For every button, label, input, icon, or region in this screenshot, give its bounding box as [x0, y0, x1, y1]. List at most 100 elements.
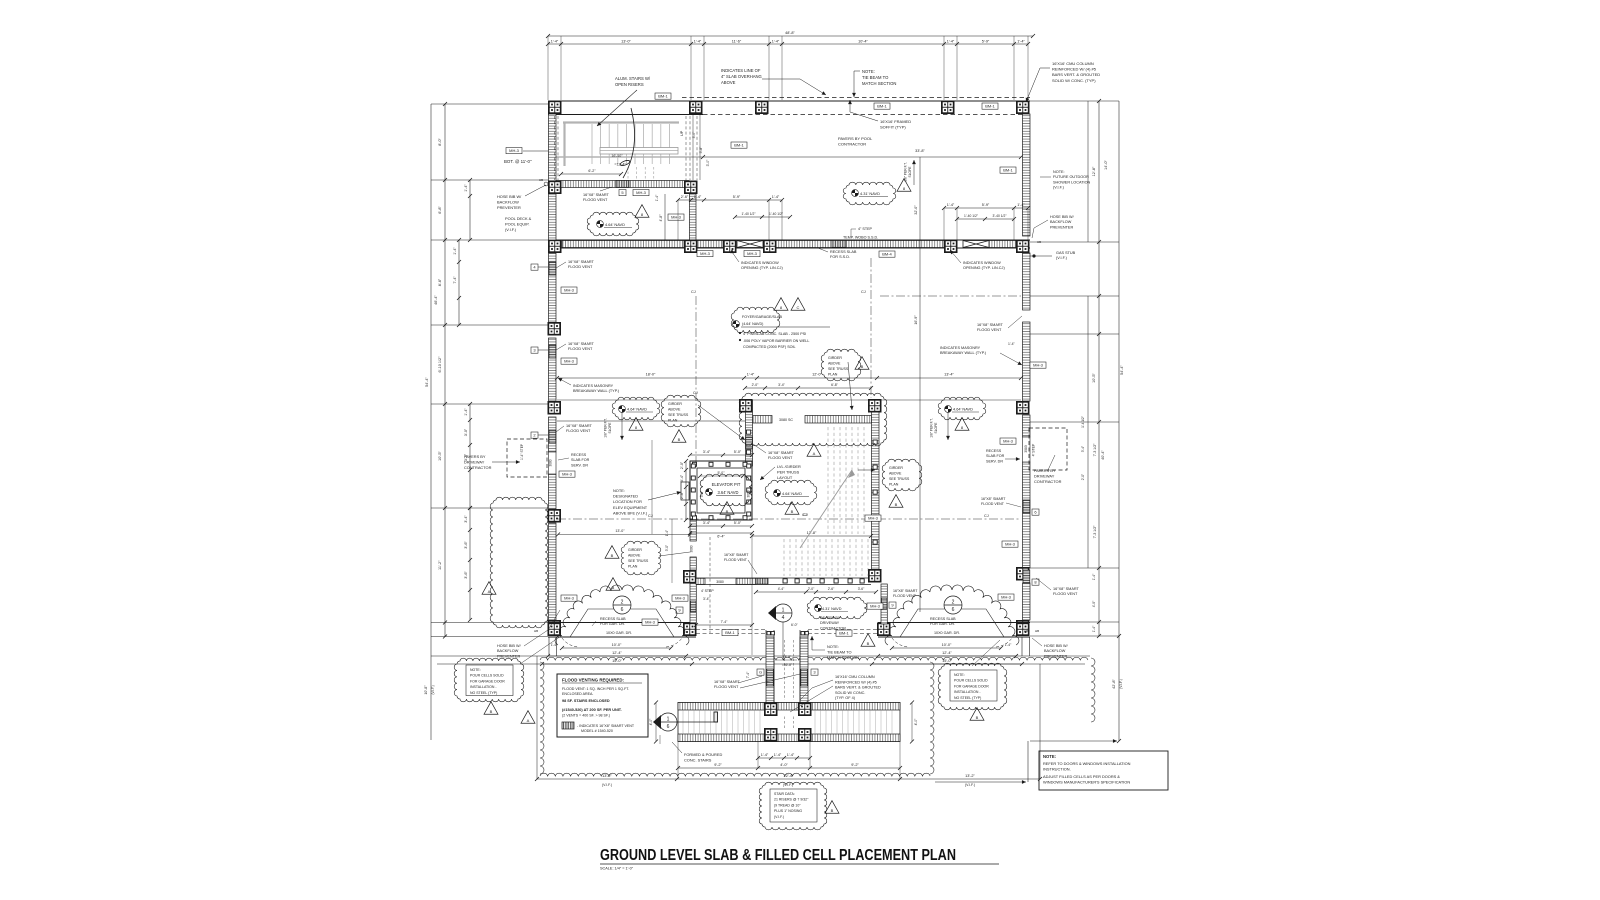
svg-text:A: A [527, 718, 530, 723]
svg-text:1'-40 1/2": 1'-40 1/2" [769, 212, 784, 216]
svg-text:8: 8 [961, 425, 964, 430]
svg-text:HB: HB [539, 178, 543, 182]
svg-text:3'-40 1/2": 3'-40 1/2" [993, 214, 1008, 218]
svg-text:1'-40 1/2": 1'-40 1/2" [964, 214, 979, 218]
svg-text:RECESS: RECESS [571, 453, 587, 457]
svg-text:FLOOD VENT: FLOOD VENT [768, 456, 793, 460]
svg-text:4.64' NAVD: 4.64' NAVD [953, 407, 973, 412]
svg-text:NOTE:: NOTE: [827, 644, 839, 649]
svg-text:FUTURE OUTDOOR: FUTURE OUTDOOR [1053, 175, 1089, 179]
svg-text:FOR GARAGE DOOR: FOR GARAGE DOOR [470, 679, 505, 683]
svg-text:B: B [490, 709, 493, 714]
svg-text:MH-3: MH-3 [870, 604, 881, 609]
svg-text:HOSE BIB W/: HOSE BIB W/ [1044, 644, 1069, 648]
svg-text:(V.I.F.): (V.I.F.) [431, 685, 435, 694]
svg-text:(V.I.F.): (V.I.F.) [1053, 186, 1065, 190]
svg-text:1'-4" STEP: 1'-4" STEP [520, 443, 524, 460]
svg-text:BM-1: BM-1 [658, 94, 668, 99]
svg-text:MH-3: MH-3 [636, 190, 647, 195]
svg-text:9: 9 [678, 608, 681, 613]
svg-text:FLOOD VENT: FLOOD VENT [724, 558, 748, 562]
svg-text:4: 4 [533, 265, 536, 270]
svg-text:BM-1: BM-1 [1003, 168, 1013, 173]
svg-text:ENCLOSED AREA.: ENCLOSED AREA. [562, 692, 593, 696]
svg-text:OPEN RISERS: OPEN RISERS [615, 82, 644, 87]
svg-text:1'-40 1/2": 1'-40 1/2" [742, 212, 757, 216]
svg-text:8: 8 [903, 186, 906, 191]
svg-text:NOTE:: NOTE: [1043, 754, 1056, 759]
svg-text:10'-5": 10'-5" [438, 451, 442, 461]
svg-text:BACKFLOW: BACKFLOW [1044, 649, 1066, 653]
svg-text:GIRDER: GIRDER [628, 548, 642, 552]
svg-text:10'-4": 10'-4" [858, 40, 868, 44]
svg-text:TEMP. WOBO S.S.D.: TEMP. WOBO S.S.D. [843, 236, 878, 240]
svg-text:4'-8": 4'-8" [659, 214, 663, 222]
svg-text:13'-2": 13'-2" [965, 774, 975, 778]
svg-text:12'-0": 12'-0" [812, 373, 822, 377]
svg-text:(#1540-520) AT 200 SF. PER UNI: (#1540-520) AT 200 SF. PER UNIT. [562, 708, 622, 712]
svg-text:FOR GAR. DR.: FOR GAR. DR. [930, 622, 955, 626]
svg-text:5'-0": 5'-0" [718, 471, 726, 475]
svg-text:4.64' NAVD: 4.64' NAVD [782, 491, 802, 496]
svg-text:1: 1 [782, 608, 785, 614]
svg-text:MATCH SECTION: MATCH SECTION [827, 655, 859, 660]
svg-text:MH-3: MH-3 [564, 359, 575, 364]
svg-text:RECESS: RECESS [986, 449, 1002, 453]
svg-text:RECESS SLAB: RECESS SLAB [600, 617, 626, 621]
svg-text:3'-4": 3'-4" [703, 597, 711, 601]
svg-text:NOTE:: NOTE: [470, 668, 481, 672]
svg-text:B: B [867, 641, 870, 646]
svg-text:(9 TREAD @ 10": (9 TREAD @ 10" [774, 803, 801, 807]
svg-text:CJ: CJ [693, 391, 698, 395]
svg-text:1'-4": 1'-4" [947, 203, 955, 207]
svg-text:PAVERS BY POOL: PAVERS BY POOL [838, 136, 873, 141]
svg-text:A: A [488, 589, 491, 594]
svg-text:16'-10": 16'-10" [611, 154, 623, 158]
svg-text:NO STEEL (TYP): NO STEEL (TYP) [470, 691, 497, 695]
svg-text:4'-0": 4'-0" [649, 718, 653, 726]
svg-text:MH-3: MH-3 [564, 596, 575, 601]
svg-text:GROUND LEVEL SLAB & FILLED CEL: GROUND LEVEL SLAB & FILLED CELL PLACEMEN… [600, 847, 956, 864]
svg-text:46'-4": 46'-4" [434, 295, 438, 305]
svg-text:1'-4": 1'-4" [1092, 573, 1096, 580]
svg-text:(V.I.F.): (V.I.F.) [1056, 256, 1068, 260]
svg-text:12'-4": 12'-4" [612, 651, 622, 655]
svg-text:1'-4": 1'-4" [747, 373, 755, 377]
svg-text:MH-3: MH-3 [1005, 542, 1016, 547]
svg-text:8'-6": 8'-6" [438, 278, 442, 286]
svg-text:18'-8": 18'-8" [783, 655, 792, 659]
svg-text:FLOOD VENT: FLOOD VENT [1053, 592, 1078, 596]
svg-text:TIE BEAM TO: TIE BEAM TO [862, 75, 889, 80]
svg-text:SEE TRUSS: SEE TRUSS [628, 559, 649, 563]
svg-text:(4.64' NAVD): (4.64' NAVD) [742, 322, 763, 326]
svg-text:16'X16' CMU COLUMN: 16'X16' CMU COLUMN [835, 675, 875, 679]
svg-text:ELEV EQUIPMENT: ELEV EQUIPMENT [613, 505, 648, 510]
svg-text:1'-4": 1'-4" [1017, 40, 1025, 44]
svg-text:1'-4": 1'-4" [665, 530, 669, 536]
svg-text:FLOOD VENT: FLOOD VENT [977, 328, 1002, 332]
svg-text:PREVENTER: PREVENTER [497, 654, 520, 658]
svg-text:WINDOWS MANUFACTURER'S SPECIFI: WINDOWS MANUFACTURER'S SPECIFICATION [1043, 780, 1130, 785]
svg-text:C: C [797, 305, 800, 310]
svg-text:4' STEP: 4' STEP [701, 589, 714, 593]
svg-text:HOSE BIB W/: HOSE BIB W/ [1050, 215, 1075, 219]
svg-text:HOSE BIB W/: HOSE BIB W/ [497, 644, 522, 648]
svg-text:3080: 3080 [716, 580, 724, 584]
svg-text:MH-3: MH-3 [564, 288, 575, 293]
svg-text:8'-0": 8'-0" [438, 138, 442, 146]
svg-text:SCALE: 1/4" = 1'-0": SCALE: 1/4" = 1'-0" [600, 867, 634, 871]
svg-text:14'-0": 14'-0" [1104, 160, 1108, 170]
svg-text:6: 6 [1034, 510, 1037, 515]
svg-text:BM-1: BM-1 [839, 631, 849, 636]
svg-text:SOLID W/ CONC.: SOLID W/ CONC. [835, 691, 865, 695]
svg-text:10X0 GAR. DR.: 10X0 GAR. DR. [606, 631, 632, 635]
svg-text:15'-0": 15'-0" [612, 659, 622, 663]
svg-text:4.31' NAVD: 4.31' NAVD [860, 191, 880, 196]
svg-text:42'-8": 42'-8" [1112, 679, 1116, 689]
svg-text:PLAN: PLAN [828, 373, 838, 377]
svg-text:FLOOD VENT: FLOOD VENT [566, 429, 591, 433]
svg-text:1'-4": 1'-4" [464, 408, 468, 416]
svg-text:HB: HB [1024, 629, 1028, 633]
svg-text:3080 SC: 3080 SC [779, 418, 793, 422]
svg-text:1'-4": 1'-4" [694, 40, 702, 44]
